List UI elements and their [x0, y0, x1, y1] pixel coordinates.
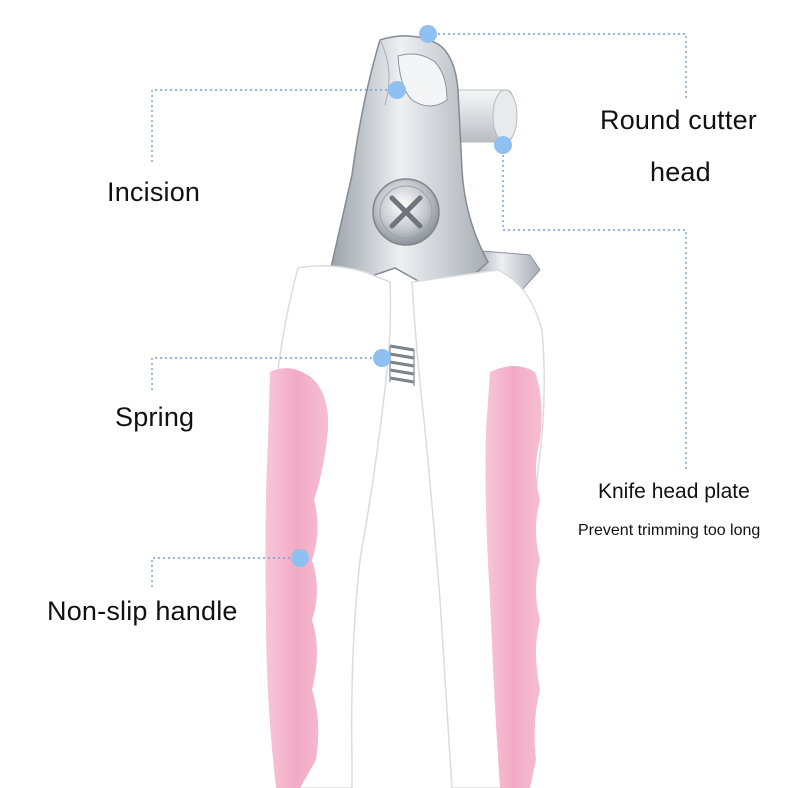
left-handle [265, 265, 392, 788]
marker-dots [291, 25, 512, 567]
label-non-slip-handle: Non-slip handle [47, 596, 238, 626]
leader-lines [151, 33, 687, 590]
label-knife-head-plate-note: Prevent trimming too long [578, 522, 761, 539]
label-round-cutter-line2: head [650, 157, 711, 187]
marker-dot-knife-plate [494, 136, 512, 154]
spring-coil [389, 344, 415, 386]
label-incision: Incision [107, 177, 201, 207]
leader-incision [151, 89, 397, 162]
leader-knife-plate [502, 145, 687, 470]
marker-dot-handle [291, 549, 309, 567]
leader-spring [151, 357, 382, 392]
leader-round-cutter [428, 33, 687, 98]
pivot-screw [372, 178, 440, 246]
marker-dot-round-cutter [419, 25, 437, 43]
label-knife-head-plate: Knife head plate [598, 480, 750, 503]
marker-dot-incision [388, 81, 406, 99]
label-spring: Spring [115, 402, 195, 432]
marker-dot-spring [373, 349, 391, 367]
right-handle [411, 269, 545, 788]
label-round-cutter-line1: Round cutter [600, 105, 757, 135]
left-grip-pink [265, 368, 329, 788]
right-grip-pink [485, 366, 542, 788]
